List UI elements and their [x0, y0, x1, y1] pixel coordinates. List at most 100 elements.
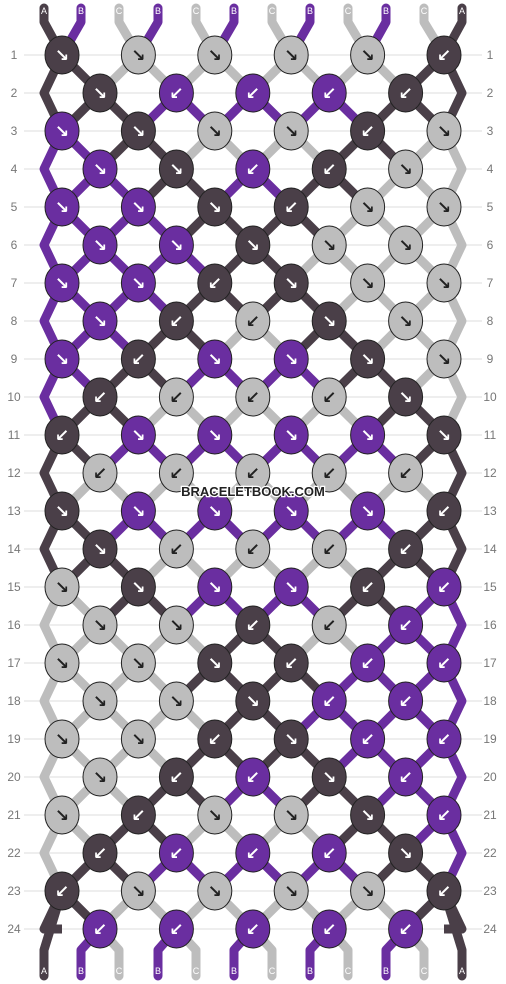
knot-arrow-icon: ↙: [284, 198, 298, 218]
knot-oval: [273, 491, 309, 531]
knot-oval: [44, 339, 80, 379]
knot: ↘: [273, 263, 309, 303]
row-number-left: 18: [7, 694, 21, 708]
knot-oval: [311, 149, 347, 189]
row-number-right: 20: [483, 770, 497, 784]
knot: ↘: [388, 225, 424, 265]
knot: ↙: [235, 73, 271, 113]
row-number-left: 16: [7, 618, 21, 632]
knot: ↘: [44, 719, 80, 759]
knot-arrow-icon: ↘: [284, 274, 298, 294]
knot-oval: [388, 529, 424, 569]
row-number-right: 3: [487, 124, 494, 138]
row-number-left: 1: [11, 48, 18, 62]
knot: ↙: [388, 453, 424, 493]
knot-arrow-icon: ↙: [398, 464, 412, 484]
knot-oval: [158, 377, 194, 417]
knot: ↙: [158, 529, 194, 569]
knot-oval: [82, 377, 118, 417]
knot: ↘: [235, 681, 271, 721]
knot-oval: [197, 643, 233, 683]
knot: ↙: [235, 377, 271, 417]
knot-arrow-icon: ↙: [360, 578, 374, 598]
knot-arrow-icon: ↙: [246, 540, 260, 560]
knot-arrow-icon: ↘: [208, 502, 222, 522]
knot-arrow-icon: ↘: [398, 236, 412, 256]
knot-oval: [311, 909, 347, 949]
row-number-right: 18: [483, 694, 497, 708]
knot-oval: [311, 225, 347, 265]
knot-arrow-icon: ↘: [284, 882, 298, 902]
knot-oval: [197, 871, 233, 911]
row-number-left: 14: [7, 542, 21, 556]
knot: ↙: [158, 301, 194, 341]
row-number-right: 22: [483, 846, 497, 860]
knot-arrow-icon: ↙: [169, 768, 183, 788]
row-number-right: 24: [483, 922, 497, 936]
knot: ↙: [273, 643, 309, 683]
knot: ↙: [426, 795, 462, 835]
knot-oval: [235, 149, 271, 189]
knot: ↙: [350, 643, 386, 683]
knot: ↙: [235, 301, 271, 341]
knot: ↘: [426, 111, 462, 151]
knot-arrow-icon: ↙: [437, 46, 451, 66]
knot-arrow-icon: ↘: [93, 160, 107, 180]
knot-arrow-icon: ↘: [284, 350, 298, 370]
knot: ↘: [197, 643, 233, 683]
knot: ↘: [197, 187, 233, 227]
string-label-bottom: C: [116, 966, 123, 976]
knot-oval: [388, 605, 424, 645]
knot-arrow-icon: ↘: [169, 160, 183, 180]
knot: ↘: [82, 605, 118, 645]
knot-oval: [311, 377, 347, 417]
knot: ↙: [350, 567, 386, 607]
knot-oval: [350, 491, 386, 531]
knot-oval: [120, 871, 156, 911]
knot-arrow-icon: ↘: [93, 540, 107, 560]
knot-arrow-icon: ↙: [169, 540, 183, 560]
knot-arrow-icon: ↘: [131, 654, 145, 674]
knot-arrow-icon: ↘: [131, 198, 145, 218]
knot: ↘: [120, 415, 156, 455]
knot-oval: [426, 35, 462, 75]
knot-oval: [82, 909, 118, 949]
knot: ↘: [388, 833, 424, 873]
knot: ↘: [235, 225, 271, 265]
knot-arrow-icon: ↙: [93, 464, 107, 484]
row-number-left: 20: [7, 770, 21, 784]
knot: ↘: [350, 491, 386, 531]
knot-oval: [197, 491, 233, 531]
knot: ↘: [197, 415, 233, 455]
knot-arrow-icon: ↘: [246, 236, 260, 256]
knot-oval: [350, 187, 386, 227]
knot: ↘: [273, 871, 309, 911]
knot-oval: [273, 719, 309, 759]
knot-oval: [311, 605, 347, 645]
knot-arrow-icon: ↙: [398, 692, 412, 712]
knot-oval: [388, 909, 424, 949]
string-label-top: B: [155, 6, 161, 16]
knot-arrow-icon: ↙: [246, 464, 260, 484]
row-number-right: 14: [483, 542, 497, 556]
string-label-top: B: [383, 6, 389, 16]
knot-arrow-icon: ↙: [246, 844, 260, 864]
knot-arrow-icon: ↘: [208, 46, 222, 66]
knot-oval: [120, 187, 156, 227]
knot-oval: [273, 415, 309, 455]
knot-arrow-icon: ↘: [55, 122, 69, 142]
knot-oval: [82, 681, 118, 721]
knot: ↘: [82, 73, 118, 113]
knot: ↙: [388, 529, 424, 569]
string-label-top: C: [193, 6, 200, 16]
string-label-bottom: C: [193, 966, 200, 976]
knot-arrow-icon: ↘: [360, 882, 374, 902]
row-number-left: 5: [11, 200, 18, 214]
knot-oval: [273, 643, 309, 683]
knot-oval: [82, 605, 118, 645]
knot-oval: [273, 795, 309, 835]
knot-arrow-icon: ↘: [360, 198, 374, 218]
knot-arrow-icon: ↘: [55, 46, 69, 66]
knot-oval: [44, 35, 80, 75]
knot-arrow-icon: ↙: [169, 312, 183, 332]
